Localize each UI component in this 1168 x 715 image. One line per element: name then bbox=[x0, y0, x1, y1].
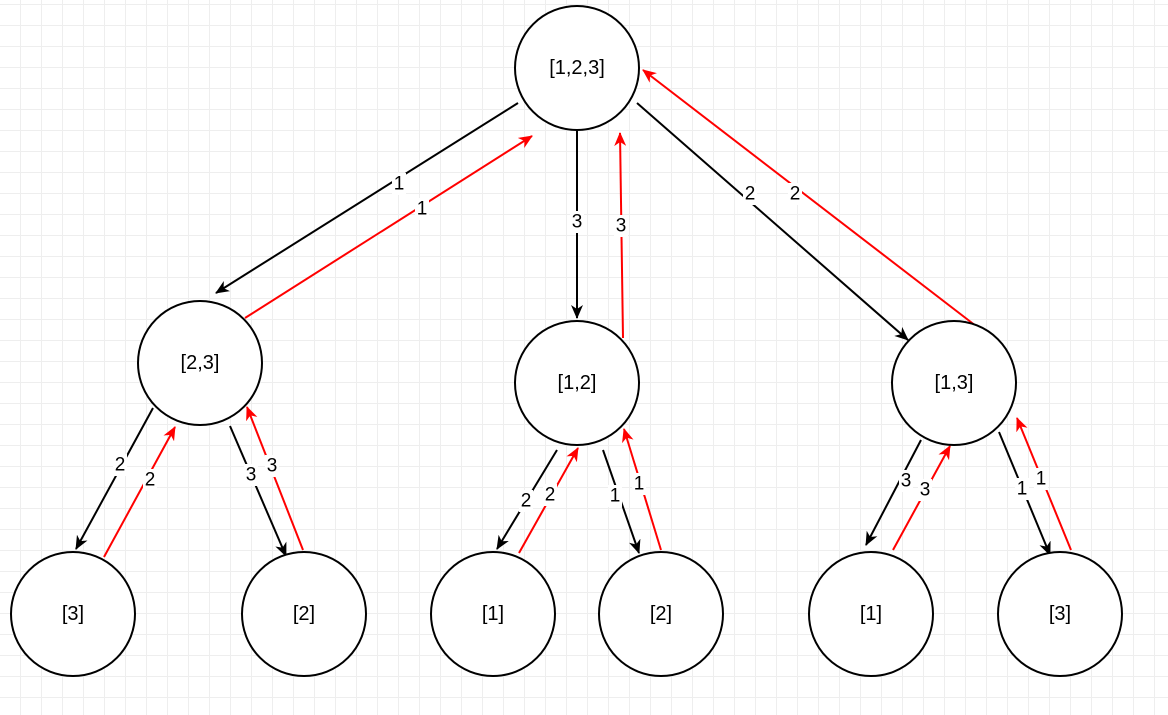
forward-edge: 3 bbox=[570, 131, 584, 319]
nodes-layer: [1,2,3] [2,3] [1,2] [1,3] [3] [2] [1] [2] [1] [3] bbox=[10, 5, 1123, 677]
edge-arrow bbox=[244, 135, 533, 319]
edge-label: 2 bbox=[790, 184, 801, 205]
edge-arrow bbox=[246, 406, 304, 551]
edge-label-background bbox=[415, 198, 429, 220]
tree-node-root: [1,2,3] bbox=[514, 5, 640, 131]
edge-arrow bbox=[215, 102, 519, 294]
backtrack-edge: 3 bbox=[614, 132, 628, 339]
edge-arrow bbox=[229, 425, 287, 557]
edge-label-background bbox=[632, 473, 646, 495]
edge-arrow bbox=[75, 407, 154, 550]
node-circle bbox=[430, 551, 556, 677]
forward-edge: 1 bbox=[998, 431, 1051, 556]
edge-label-background bbox=[570, 211, 584, 233]
node-circle bbox=[514, 320, 640, 446]
forward-edge: 2 bbox=[75, 407, 154, 550]
node-circle bbox=[808, 551, 934, 677]
edge-label: 2 bbox=[521, 491, 532, 512]
edge-label: 3 bbox=[920, 480, 931, 501]
edge-label-background bbox=[899, 470, 913, 492]
backtrack-edge: 3 bbox=[892, 445, 951, 551]
node-label: [1] bbox=[860, 603, 882, 625]
backtrack-edge: 1 bbox=[622, 428, 662, 551]
node-label: [1,3] bbox=[935, 372, 974, 394]
node-label: [2,3] bbox=[181, 352, 220, 374]
tree-node-r: [1,3] bbox=[891, 320, 1017, 446]
forward-edge: 3 bbox=[865, 439, 922, 546]
edge-label-background bbox=[614, 215, 628, 237]
tree-node-r2: [3] bbox=[997, 551, 1123, 677]
node-label: [1] bbox=[482, 603, 504, 625]
edge-label-background bbox=[244, 464, 258, 486]
forward-edge: 2 bbox=[636, 102, 909, 341]
edge-label: 2 bbox=[145, 470, 156, 491]
edge-arrow bbox=[642, 69, 977, 327]
edge-label-background bbox=[543, 484, 557, 506]
edge-label: 3 bbox=[572, 212, 583, 233]
tree-node-l1: [3] bbox=[10, 551, 136, 677]
edge-label-background bbox=[265, 455, 279, 477]
edge-label: 1 bbox=[634, 474, 645, 495]
edge-arrow bbox=[103, 426, 176, 558]
edge-label: 1 bbox=[610, 486, 621, 507]
node-label: [2] bbox=[293, 603, 315, 625]
edge-label-background bbox=[392, 173, 406, 195]
node-label: [3] bbox=[1049, 603, 1071, 625]
node-circle bbox=[137, 300, 263, 426]
node-circle bbox=[514, 5, 640, 131]
node-label: [2] bbox=[650, 603, 672, 625]
backtrack-edge: 2 bbox=[642, 69, 977, 327]
edge-label-background bbox=[788, 183, 802, 205]
tree-node-r1: [1] bbox=[808, 551, 934, 677]
tree-node-m2: [2] bbox=[598, 551, 724, 677]
edge-label-background bbox=[143, 469, 157, 491]
tree-node-l2: [2] bbox=[241, 551, 367, 677]
backtrack-edge: 1 bbox=[1016, 417, 1072, 551]
backtrack-edge: 3 bbox=[246, 406, 304, 551]
edge-label: 3 bbox=[267, 456, 278, 477]
forward-edge: 1 bbox=[215, 102, 519, 294]
edge-label-background bbox=[519, 490, 533, 512]
node-circle bbox=[10, 551, 136, 677]
forward-edge: 1 bbox=[602, 449, 641, 554]
backtrack-edge: 2 bbox=[103, 426, 176, 558]
edge-label: 2 bbox=[745, 184, 756, 205]
edge-label: 3 bbox=[246, 465, 257, 486]
edge-label: 1 bbox=[1017, 479, 1028, 500]
node-circle bbox=[891, 320, 1017, 446]
node-label: [1,2] bbox=[558, 372, 597, 394]
node-label: [1,2,3] bbox=[549, 57, 605, 79]
edge-label: 1 bbox=[1036, 469, 1047, 490]
node-circle bbox=[241, 551, 367, 677]
tree-node-l: [2,3] bbox=[137, 300, 263, 426]
tree-node-m: [1,2] bbox=[514, 320, 640, 446]
edge-label-background bbox=[608, 485, 622, 507]
edge-label: 3 bbox=[616, 216, 627, 237]
forward-edge: 2 bbox=[496, 449, 558, 550]
edge-label-background bbox=[918, 479, 932, 501]
edge-label: 1 bbox=[417, 199, 428, 220]
node-circle bbox=[997, 551, 1123, 677]
node-label: [3] bbox=[62, 603, 84, 625]
backtrack-edge: 1 bbox=[244, 135, 533, 319]
edge-label-background bbox=[1034, 468, 1048, 490]
forward-edge: 3 bbox=[229, 425, 287, 557]
node-circle bbox=[598, 551, 724, 677]
tree-node-m1: [1] bbox=[430, 551, 556, 677]
edge-label-background bbox=[743, 183, 757, 205]
edge-label-background bbox=[113, 454, 127, 476]
edge-label-background bbox=[1015, 478, 1029, 500]
edge-label: 2 bbox=[115, 455, 126, 476]
edge-label: 1 bbox=[394, 174, 405, 195]
edge-arrow bbox=[636, 102, 909, 341]
edge-label: 3 bbox=[901, 471, 912, 492]
edge-label: 2 bbox=[545, 485, 556, 506]
edge-arrow bbox=[865, 439, 922, 546]
backtrack-edge: 2 bbox=[518, 447, 579, 554]
